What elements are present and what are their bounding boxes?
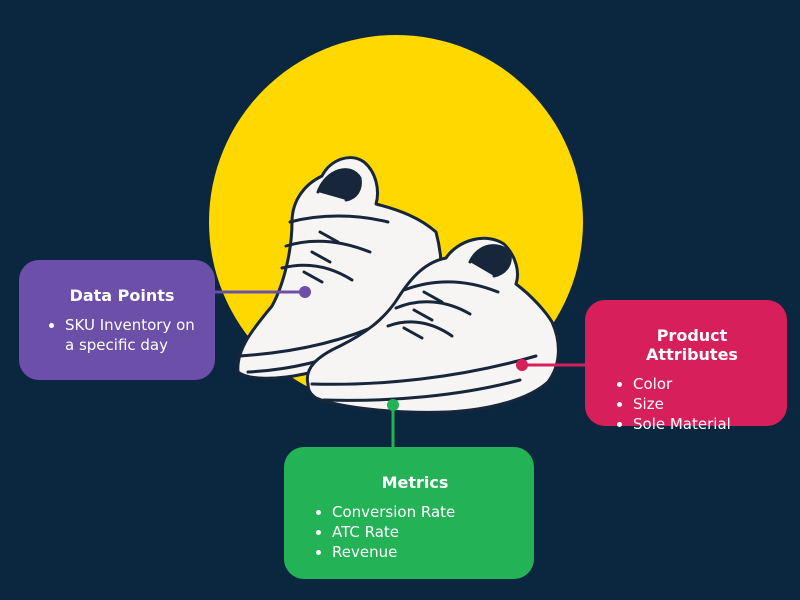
metrics-title: Metrics xyxy=(381,473,449,492)
metrics-item-conversion-rate: Conversion Rate xyxy=(332,502,516,522)
metrics-item-atc-rate: ATC Rate xyxy=(332,522,516,542)
data-points-item: SKU Inventory on a specific day xyxy=(65,315,197,355)
front-shoe-icon xyxy=(305,236,560,414)
product-attributes-list: Color Size Sole Material xyxy=(615,374,769,434)
metrics-card: Metrics Conversion Rate ATC Rate Revenue xyxy=(284,447,534,579)
connector-dot-data-points xyxy=(299,286,311,298)
product-attributes-title: Product Attributes xyxy=(646,326,738,364)
metrics-list: Conversion Rate ATC Rate Revenue xyxy=(314,502,516,562)
product-attributes-item-size: Size xyxy=(633,394,769,414)
data-points-list: SKU Inventory on a specific day xyxy=(47,315,197,355)
product-attributes-item-sole-material: Sole Material xyxy=(633,414,769,434)
metrics-item-revenue: Revenue xyxy=(332,542,516,562)
data-points-card: Data Points SKU Inventory on a specific … xyxy=(19,260,215,380)
connector-dot-product-attributes xyxy=(516,359,528,371)
data-points-title: Data Points xyxy=(69,286,175,305)
product-attributes-item-color: Color xyxy=(633,374,769,394)
product-attributes-card: Product Attributes Color Size Sole Mater… xyxy=(585,300,787,433)
connector-dot-metrics xyxy=(387,399,399,411)
